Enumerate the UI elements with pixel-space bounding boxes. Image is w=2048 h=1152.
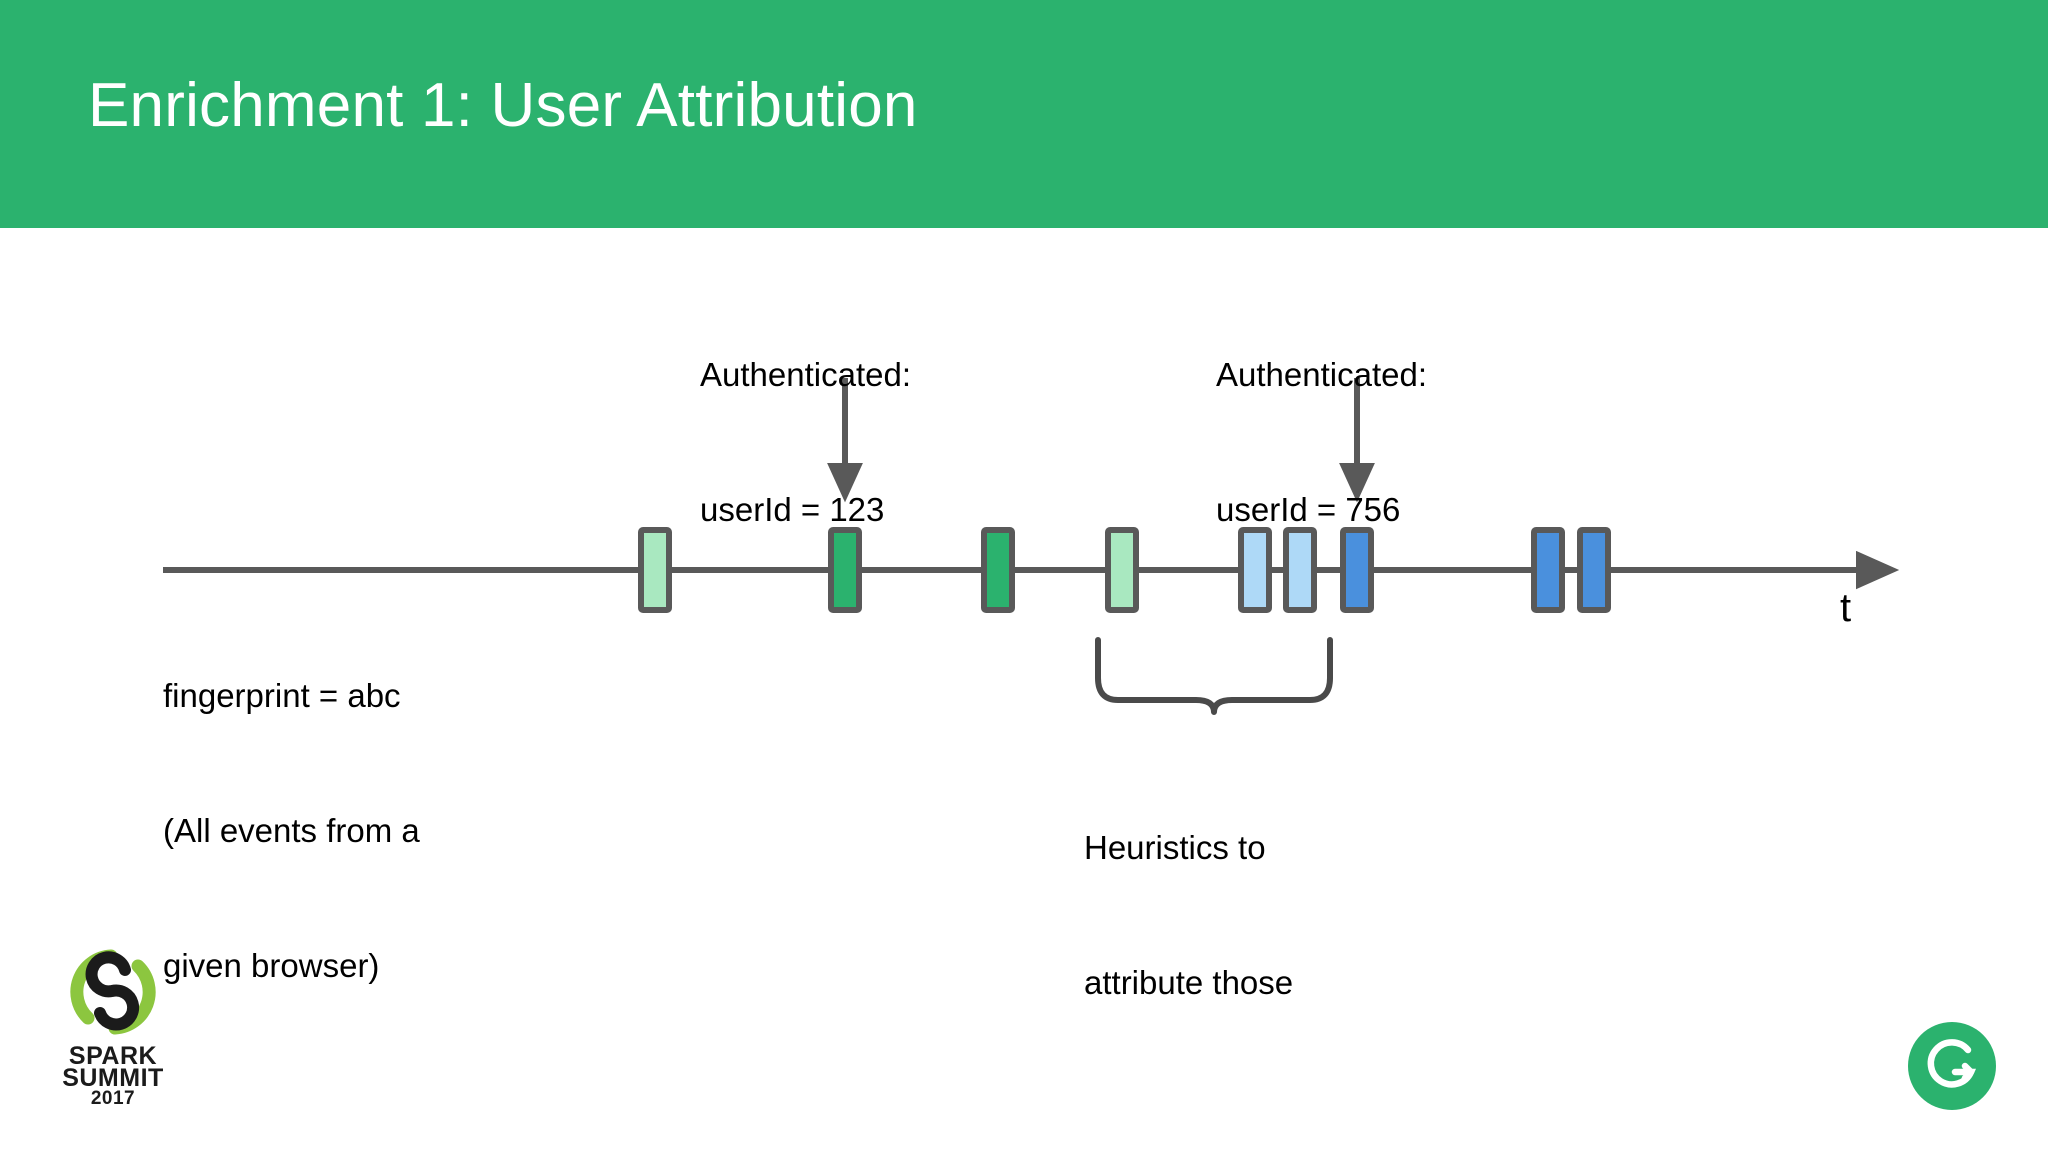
fingerprint-note: fingerprint = abc (All events from a giv… bbox=[163, 583, 420, 1078]
callout-auth-2-line2: userId = 756 bbox=[1216, 491, 1401, 528]
badge-arrow-tip bbox=[1961, 1062, 1975, 1082]
axis-label-time: t bbox=[1840, 586, 1852, 630]
page-title: Enrichment 1: User Attribution bbox=[88, 71, 918, 140]
badge-circle bbox=[1908, 1022, 1996, 1110]
heuristics-note-line1: Heuristics to bbox=[1084, 829, 1266, 866]
heuristics-note: Heuristics to attribute those bbox=[1084, 735, 1293, 1095]
heuristics-brace bbox=[1095, 637, 1333, 715]
fingerprint-note-line2: (All events from a bbox=[163, 812, 420, 849]
spark-logo-year: 2017 bbox=[90, 1088, 136, 1109]
spark-spiral-icon bbox=[70, 949, 156, 1035]
badge-letter-g bbox=[1927, 1039, 1977, 1088]
spark-logo-line1: SPARK bbox=[68, 1042, 158, 1070]
fingerprint-note-line1: fingerprint = abc bbox=[163, 677, 401, 714]
callout-auth-1-line2: userId = 123 bbox=[700, 491, 885, 528]
event-mark bbox=[638, 527, 672, 613]
heuristics-note-line2: attribute those bbox=[1084, 964, 1294, 1001]
event-mark bbox=[1531, 527, 1565, 613]
event-mark bbox=[1577, 527, 1611, 613]
fingerprint-note-line3: given browser) bbox=[163, 947, 380, 984]
event-mark bbox=[981, 527, 1015, 613]
slide-header-band bbox=[0, 0, 2048, 228]
callout-auth-1-line1: Authenticated: bbox=[700, 356, 911, 393]
callout-auth-2-line1: Authenticated: bbox=[1216, 356, 1427, 393]
callout-auth-2: Authenticated: userId = 756 bbox=[1216, 262, 1427, 622]
spark-summit-logo: SPARK SUMMIT 2017 bbox=[48, 948, 178, 1109]
callout-auth-1: Authenticated: userId = 123 bbox=[700, 262, 911, 622]
grammarly-g-badge-icon[interactable] bbox=[1908, 1022, 1996, 1110]
spark-logo-line2: SUMMIT bbox=[62, 1064, 164, 1092]
event-mark bbox=[1105, 527, 1139, 613]
